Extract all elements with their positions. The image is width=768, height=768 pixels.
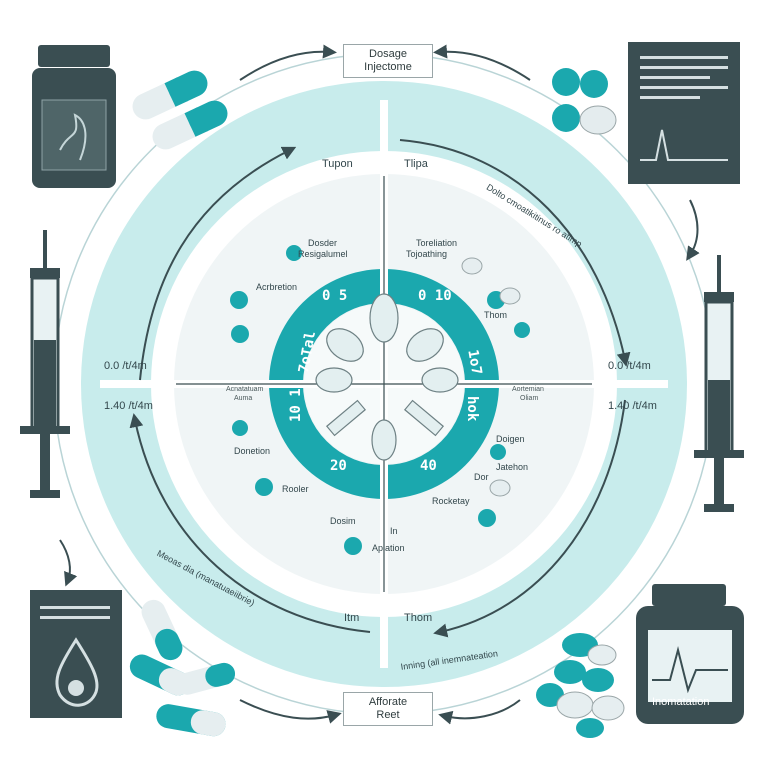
left-scale-lower: 1.40 /t/4m <box>104 400 153 412</box>
inner-label-left-low-2: Rooler <box>282 484 309 494</box>
capsule-icons-bottom-left <box>129 599 236 737</box>
quadrant-tr-title: Tlipa <box>404 158 428 170</box>
inner-label-right-low-4: Rocketay <box>432 496 470 506</box>
inner-label-right-mid-2: Oliam <box>520 395 539 402</box>
top-label-box: Dosage Injectome <box>343 44 433 78</box>
arrow-outer-right <box>686 199 700 261</box>
arrow-outer-bottom-right <box>438 699 521 725</box>
top-box-line2: Injectome <box>364 61 412 73</box>
inner-label-right-mid: Aortemian <box>512 386 544 393</box>
inner-label-right-upper: Thom <box>484 310 508 320</box>
quadrant-bl-title: Itm <box>344 612 360 624</box>
inner-label-right-low-2: Jatehon <box>496 462 529 472</box>
ring-num-right: 1o7 <box>464 348 484 376</box>
inner-label-top-left: Dosder <box>308 238 338 248</box>
bottle-icon-bottom-right <box>636 584 744 724</box>
arrow-outer-top-left <box>239 44 337 81</box>
document-icon-top-right <box>628 42 740 184</box>
ring-num-top-right: 0 10 <box>418 288 452 304</box>
bottle-icon-top-left <box>32 45 116 188</box>
arrow-outer-top-right <box>433 44 531 81</box>
arrow-bl <box>129 413 371 633</box>
bottle-label: Inomatation <box>652 696 710 708</box>
inner-label-right-low-3: Dor <box>474 472 489 482</box>
right-scale-lower: 1.40 /t/4m <box>608 400 657 412</box>
arrow-tr <box>399 139 631 367</box>
drop-document-icon-bottom-left <box>30 590 122 718</box>
arrow-br <box>433 399 626 638</box>
inner-label-bottom-mid-2: Apiation <box>372 543 405 553</box>
pill-icons-top-right <box>552 68 617 135</box>
ring-num-bottom-left: 20 <box>330 458 347 474</box>
quadrant-br-title: Thom <box>404 612 433 624</box>
inner-label-top-left-2: Resigalumel <box>298 249 348 259</box>
syringe-icon-right <box>694 255 744 512</box>
ring-num-left: 7oTal <box>296 330 319 374</box>
center-vials-icon <box>315 293 459 461</box>
teal-dots <box>230 245 530 555</box>
bottom-label-box: Afforate Reet <box>343 692 433 726</box>
inner-label-bottom-left: Dosim <box>330 516 356 526</box>
arrow-outer-left <box>59 539 78 587</box>
syringe-icon-left <box>20 230 70 498</box>
bottom-box-line2: Reet <box>376 709 400 721</box>
ring-num-bottom-right: 40 <box>420 458 437 474</box>
bottom-box-line1: Afforate <box>368 696 408 708</box>
left-scale-upper: 0.0 /t/4m <box>104 360 147 372</box>
inner-label-left-mid: Acnatatuam <box>226 386 264 393</box>
ring-num-left-low: 10 1 <box>288 388 304 422</box>
capsule-icons-top <box>132 70 228 150</box>
ring-num-right-low: hok <box>464 396 480 422</box>
ring-num-top-left: 0 5 <box>322 288 347 304</box>
right-scale-upper: 0.0 /t/4m <box>608 360 651 372</box>
inner-label-top-right: Toreliation <box>416 238 458 248</box>
top-box-line1: Dosage <box>369 48 407 60</box>
inner-label-left-mid-2: Auma <box>234 395 253 402</box>
inner-label-left-low: Donetion <box>234 446 271 456</box>
arrow-tl <box>139 146 297 381</box>
quadrant-tl-title: Tupon <box>322 158 353 170</box>
arrow-outer-bottom-left <box>239 699 342 724</box>
inner-label-top-right-2: Tojoathing <box>406 249 448 259</box>
pill-pile-icon-bottom-right <box>536 633 625 738</box>
inner-label-right-low-1: Doigen <box>496 434 525 444</box>
inner-label-left-upper: Acrbretion <box>256 282 298 292</box>
inner-label-bottom-mid: In <box>390 526 398 536</box>
